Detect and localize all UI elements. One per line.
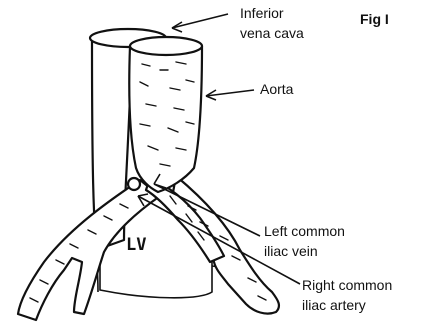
left-iliac-artery	[172, 176, 279, 314]
lv-label: LV	[126, 235, 146, 255]
figure-title: Fig I	[360, 11, 389, 27]
left-vein-label-line1: Left common	[264, 223, 345, 239]
right-artery-label-line1: Right common	[302, 277, 392, 293]
arrow-ivc	[172, 14, 228, 28]
aorta	[129, 37, 202, 192]
aorta-label: Aorta	[260, 81, 294, 97]
bifurcation-circle	[128, 178, 140, 190]
right-artery-label-line2: iliac artery	[302, 297, 366, 313]
ivc-label-line2: vena cava	[240, 25, 304, 41]
ivc-label-line1: Inferior	[240, 5, 284, 21]
left-vein-label-line2: iliac vein	[264, 243, 318, 259]
